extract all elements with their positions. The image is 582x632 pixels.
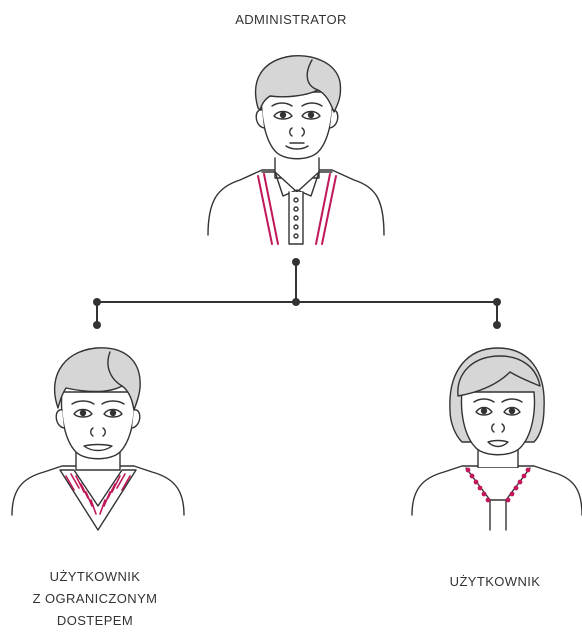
- connector-node-left-end: [93, 321, 101, 329]
- connector-node-right: [493, 298, 501, 306]
- connector-node-top: [292, 258, 300, 266]
- male-limited-user-avatar-icon: [12, 348, 184, 530]
- limited-user-label-line-1: UŻYTKOWNIK: [0, 566, 190, 588]
- user-label: UŻYTKOWNIK: [400, 571, 582, 593]
- admin-avatar-icon: [208, 56, 384, 244]
- admin-label-text: ADMINISTRATOR: [191, 9, 391, 31]
- connector-node-center: [292, 298, 300, 306]
- limited-user-label-line-2: Z OGRANICZONYM: [0, 588, 190, 610]
- admin-label: ADMINISTRATOR: [191, 9, 391, 31]
- hierarchy-connector: [97, 262, 497, 325]
- user-label-text: UŻYTKOWNIK: [400, 571, 582, 593]
- connector-node-left: [93, 298, 101, 306]
- limited-user-label: UŻYTKOWNIK Z OGRANICZONYM DOSTEPEM: [0, 566, 190, 632]
- limited-user-label-line-3: DOSTEPEM: [0, 610, 190, 632]
- female-user-avatar-icon: [412, 348, 582, 530]
- connector-node-right-end: [493, 321, 501, 329]
